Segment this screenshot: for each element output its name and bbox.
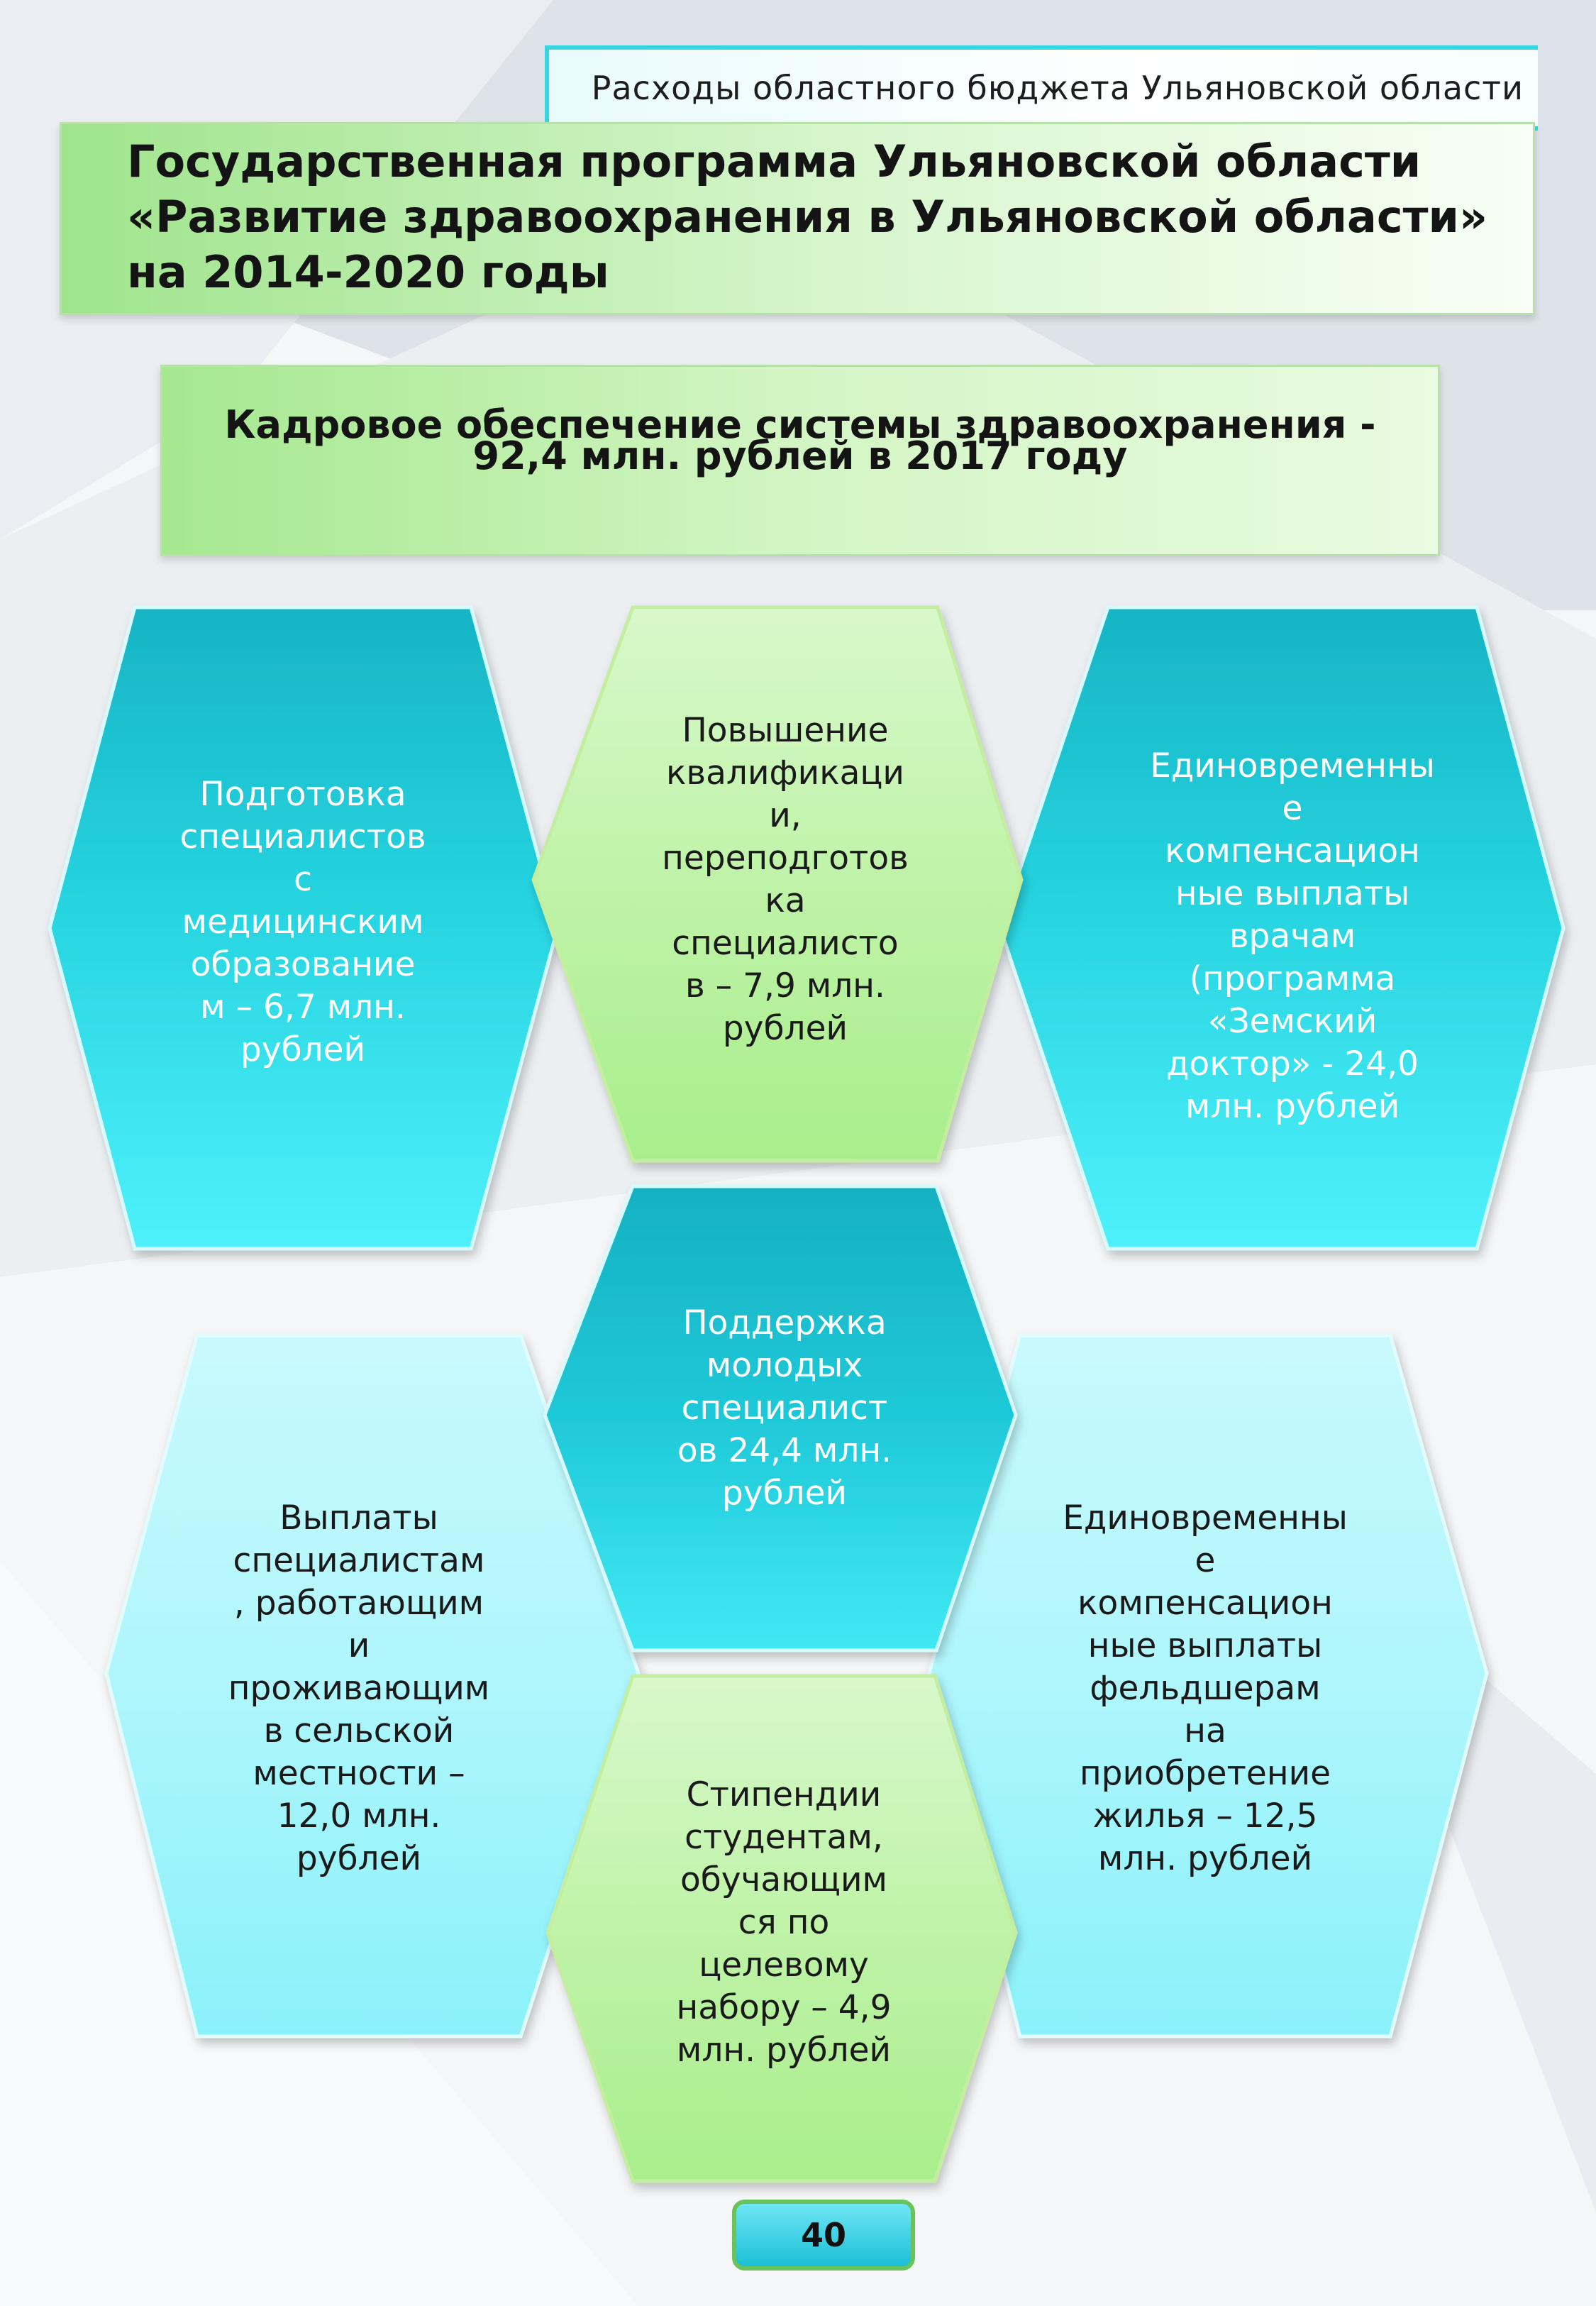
hex-shape-5 xyxy=(104,1333,641,2039)
hex-text-young-specialists: Поддержка молодых специалист ов 24,4 млн… xyxy=(677,1303,892,1513)
hex-text-scholarships: Стипендии студентам, обучающим ся по цел… xyxy=(676,1775,892,2070)
hex-text-training: Подготовка специалистов с медицинским об… xyxy=(179,775,426,1069)
header-label: Расходы областного бюджета Ульяновской о… xyxy=(591,69,1524,107)
hex-text-qualification: Повышение квалификаци и, переподготов ка… xyxy=(662,711,909,1048)
page-number: 40 xyxy=(800,2216,846,2254)
hex-shape-7 xyxy=(545,1674,1018,2183)
title-line-2: «Развитие здравоохранения в Ульяновской … xyxy=(127,191,1488,243)
title-box: Государственная программа Ульяновской об… xyxy=(60,122,1535,315)
hex-shape-4 xyxy=(543,1184,1018,1653)
bg-shape-bottom-right xyxy=(1348,1561,1596,2306)
title-line-1: Государственная программа Ульяновской об… xyxy=(127,136,1422,187)
subtitle-line-2: 92,4 млн. рублей в 2017 году xyxy=(472,434,1128,478)
page-number-badge: 40 xyxy=(732,2200,915,2271)
hex-text-rural-payments: Выплаты специалистам , работающим и прож… xyxy=(228,1499,490,1878)
header-tab: Расходы областного бюджета Ульяновской о… xyxy=(545,45,1538,131)
hex-shape-6 xyxy=(927,1333,1489,2039)
subtitle-box: Кадровое обеспечение системы здравоохран… xyxy=(160,365,1440,556)
title-line-3: на 2014-2020 годы xyxy=(127,246,609,298)
hex-text-zemsky-doctor: Единовременны е компенсацион ные выплаты… xyxy=(1150,746,1435,1126)
subtitle-line-1: Кадровое обеспечение системы здравоохран… xyxy=(224,402,1376,447)
hex-shape-2 xyxy=(531,605,1024,1163)
hex-shape-1 xyxy=(48,605,560,1251)
hex-text-paramedic-housing: Единовременны е компенсацион ные выплаты… xyxy=(1063,1499,1348,1878)
